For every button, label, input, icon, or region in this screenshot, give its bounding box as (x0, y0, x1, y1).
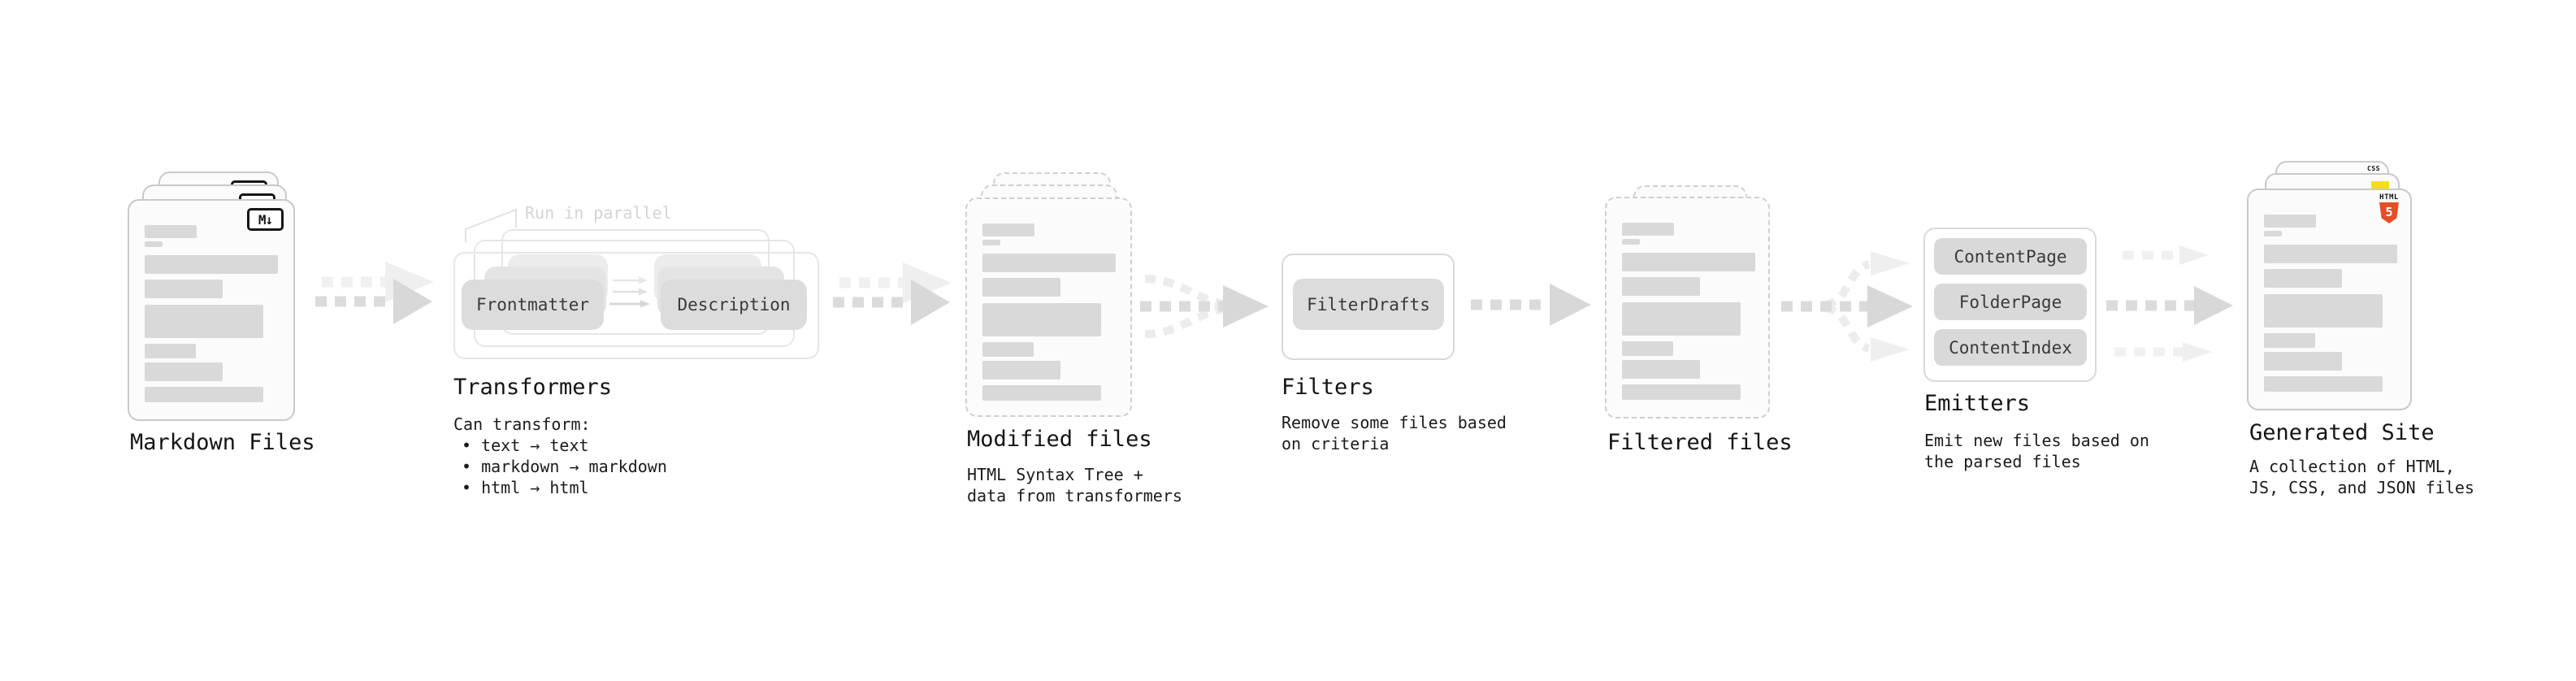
skeleton-bar (2264, 245, 2397, 263)
modified-file-card-front (965, 197, 1132, 417)
modified-files-desc-line: data from transformers (967, 486, 1182, 505)
html5-icon: HTML 5 (2379, 193, 2400, 223)
skeleton-bar (982, 240, 1000, 245)
skeleton-bar (2264, 333, 2315, 348)
arrow-transformers-to-modified (833, 262, 952, 325)
skeleton-bar (982, 303, 1101, 336)
filtered-files-label: Filtered files (1607, 430, 1793, 455)
transformers-desc: Can transform: • text → text • markdown → … (453, 414, 667, 498)
emitter-pill: ContentPage (1934, 238, 2087, 275)
run-in-parallel-annotation: Run in parallel (525, 203, 672, 223)
markdown-files-label: Markdown Files (130, 430, 315, 455)
transformers-desc-line: Can transform: (453, 414, 591, 434)
emitters-desc-line: Emit new files based on (1924, 431, 2149, 450)
skeleton-bar (982, 361, 1060, 380)
skeleton-bar (1622, 239, 1640, 245)
skeleton-bar (2264, 215, 2316, 228)
emitters-desc-line: the parsed files (1924, 452, 2081, 471)
skeleton-bar (2264, 376, 2383, 392)
generated-site-desc-line: JS, CSS, and JSON files (2249, 478, 2474, 497)
skeleton-bar (982, 385, 1101, 401)
skeleton-bar (1622, 341, 1673, 356)
arrow-filters-to-filtered (1471, 284, 1591, 326)
emitters-label: Emitters (1924, 391, 2031, 416)
generated-site-label: Generated Site (2249, 420, 2435, 445)
run-in-parallel-leader-line (465, 208, 517, 242)
transformers-desc-line: • html → html (462, 478, 589, 497)
transformer-pill-description: Description (661, 280, 807, 330)
modified-files-desc-line: HTML Syntax Tree + (967, 465, 1143, 484)
modified-files-desc: HTML Syntax Tree + data from transformers (967, 464, 1182, 506)
skeleton-bar (1622, 384, 1741, 400)
skeleton-bar (2264, 231, 2282, 236)
skeleton-bar (145, 344, 196, 358)
skeleton-bar (145, 387, 263, 402)
skeleton-bar (1622, 223, 1674, 236)
filter-pill-filterdrafts: FilterDrafts (1293, 279, 1444, 330)
skeleton-bar (145, 241, 163, 247)
skeleton-bar (2264, 352, 2342, 371)
skeleton-bar (1622, 360, 1700, 379)
skeleton-bar (982, 278, 1060, 297)
skeleton-bar (145, 280, 223, 298)
arrow-modified-to-filters (1140, 275, 1268, 338)
skeleton-bar (2264, 269, 2342, 288)
filtered-file-card-front (1605, 197, 1770, 419)
emitter-pill: FolderPage (1934, 284, 2087, 320)
skeleton-bar (982, 223, 1034, 236)
filters-desc-line: on criteria (1281, 434, 1390, 453)
pill-to-pill-arrows (609, 276, 650, 308)
generated-site-desc: A collection of HTML, JS, CSS, and JSON f… (2249, 456, 2474, 498)
arrow-markdown-to-transformers (315, 262, 434, 324)
emitter-pill: ContentIndex (1934, 329, 2087, 366)
filters-desc: Remove some files based on criteria (1281, 412, 1507, 454)
generated-site-desc-line: A collection of HTML, (2249, 457, 2455, 476)
arrow-filtered-to-emitters (1781, 251, 1913, 362)
skeleton-bar (145, 362, 223, 381)
transformer-pill-frontmatter: Frontmatter (462, 280, 604, 330)
emitters-desc: Emit new files based on the parsed files (1924, 430, 2149, 472)
skeleton-bar (982, 254, 1116, 272)
skeleton-bar (2264, 294, 2383, 327)
skeleton-bar (1622, 253, 1755, 271)
skeleton-bar (145, 225, 197, 238)
skeleton-bar (1622, 277, 1700, 296)
skeleton-bar (145, 255, 278, 274)
transformer-container-front (453, 252, 819, 359)
skeleton-bar (145, 305, 263, 338)
transformers-label: Transformers (453, 375, 613, 400)
markdown-file-card-front: M↓ (128, 199, 295, 421)
transformers-desc-line: • markdown → markdown (462, 457, 667, 476)
skeleton-bar (982, 342, 1034, 357)
skeleton-bar (1622, 302, 1741, 336)
filters-label: Filters (1281, 375, 1374, 400)
filters-desc-line: Remove some files based (1281, 413, 1507, 432)
generated-file-card-front: HTML 5 (2247, 189, 2412, 410)
modified-files-label: Modified files (967, 427, 1152, 452)
arrow-emitters-to-generated (2106, 245, 2233, 362)
markdown-icon: M↓ (247, 208, 284, 231)
transformers-desc-line: • text → text (462, 436, 589, 455)
